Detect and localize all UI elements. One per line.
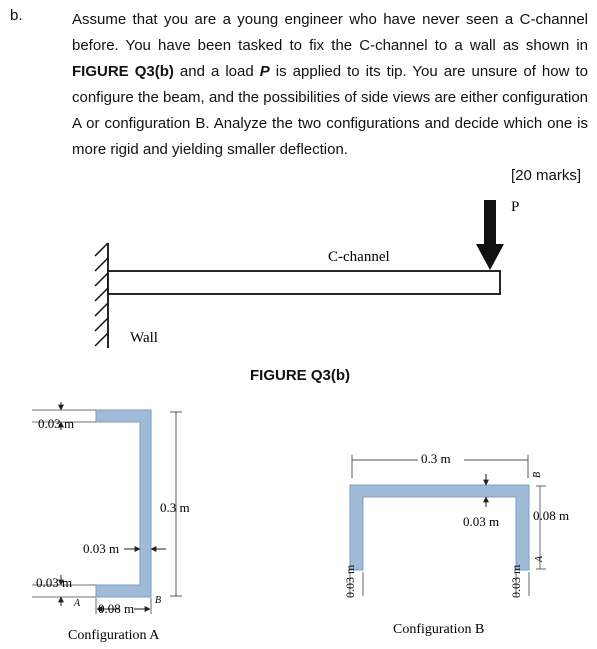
figure-reference: FIGURE Q3(b) <box>72 63 174 80</box>
question-text-part-2: and a load <box>173 63 260 80</box>
config-b-left-leg-dim: 0.03 m <box>343 564 357 598</box>
question-text-part-1: Assume that you are a young engineer who… <box>72 11 588 54</box>
figure-caption: FIGURE Q3(b) <box>250 367 350 384</box>
beam-label: C-channel <box>328 249 390 265</box>
config-a-section <box>95 409 152 598</box>
config-b-right-leg-dim: 0.03 m <box>509 564 523 598</box>
config-a-height-dim: 0.3 m <box>160 500 190 515</box>
wall-hatching <box>94 242 109 348</box>
question-text: Assume that you are a young engineer who… <box>72 7 588 163</box>
config-a-flange-dim: 0.08 m <box>98 601 134 616</box>
wall-label: Wall <box>130 330 158 346</box>
load-arrow-icon <box>476 200 504 270</box>
config-b-top-thickness-dim: 0.03 m <box>463 514 499 529</box>
config-b-leg-height-dim: 0.08 m <box>533 508 569 523</box>
config-b-caption: Configuration B <box>393 622 484 637</box>
config-a-web-dim: 0.03 m <box>83 541 119 556</box>
c-channel-beam <box>107 270 501 295</box>
config-b-point-a: A <box>534 555 545 563</box>
config-a-point-a: A <box>73 598 81 609</box>
config-a-caption: Configuration A <box>68 628 160 643</box>
config-b-width-dim: 0.3 m <box>421 451 451 466</box>
config-a-top-thickness-dim: 0.03 m <box>38 416 74 431</box>
question-text-part-3: is applied to its tip. You are unsure of… <box>72 63 588 158</box>
load-symbol: P <box>259 63 270 80</box>
config-b-section <box>349 484 530 571</box>
config-b-point-b: B <box>532 472 543 478</box>
marks-label: [20 marks] <box>511 167 582 184</box>
load-label: P <box>511 199 519 215</box>
config-a-bottom-thickness-dim: 0.03 m <box>36 575 72 590</box>
question-number: b. <box>10 7 23 24</box>
config-a-point-b: B <box>155 595 161 606</box>
